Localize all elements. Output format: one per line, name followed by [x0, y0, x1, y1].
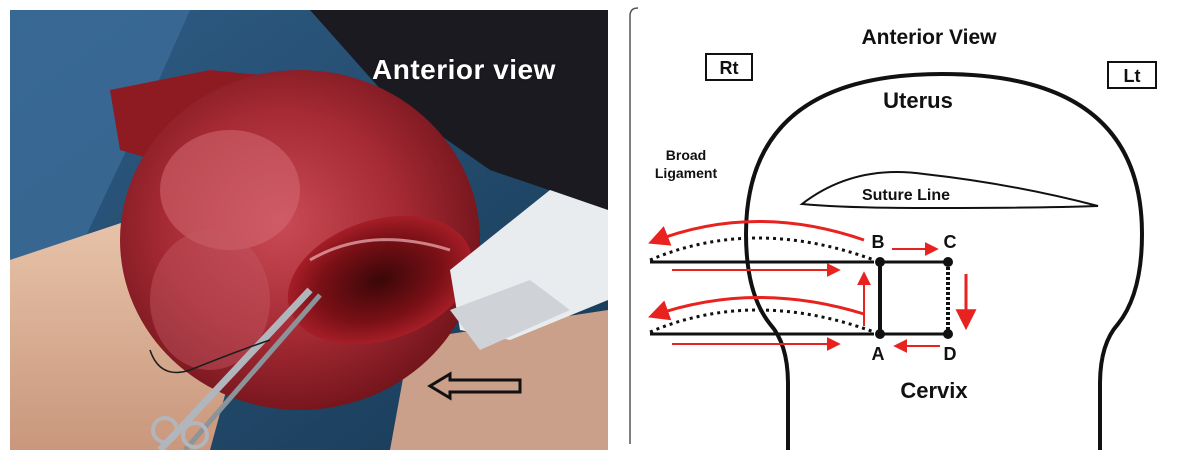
point-a-label: A [872, 344, 885, 364]
point-a-dot [875, 329, 885, 339]
point-d-label: D [944, 344, 957, 364]
suture-diagram-svg: Anterior View Rt Lt Uterus Broad Ligamen… [624, 4, 1180, 450]
cervix-label: Cervix [900, 378, 968, 403]
surgical-photo: Anterior view [10, 10, 608, 450]
point-b-label: B [872, 232, 885, 252]
left-side-label: Lt [1124, 66, 1141, 86]
point-d-dot [943, 329, 953, 339]
diagram-title: Anterior View [862, 26, 998, 49]
broad-ligament-label-line2: Ligament [655, 165, 718, 181]
upper-return-arrow [652, 221, 864, 242]
upper-suture-arc [650, 238, 874, 260]
point-c-dot [943, 257, 953, 267]
suture-line-label: Suture Line [862, 187, 950, 204]
panel-border [630, 8, 638, 444]
broad-ligament-label-line1: Broad [666, 147, 706, 163]
right-side-label: Rt [720, 58, 739, 78]
photo-view-label: Anterior view [372, 54, 556, 86]
point-b-dot [875, 257, 885, 267]
point-c-label: C [944, 232, 957, 252]
suture-diagram: Anterior View Rt Lt Uterus Broad Ligamen… [624, 4, 1180, 450]
uterus-label: Uterus [883, 88, 953, 113]
